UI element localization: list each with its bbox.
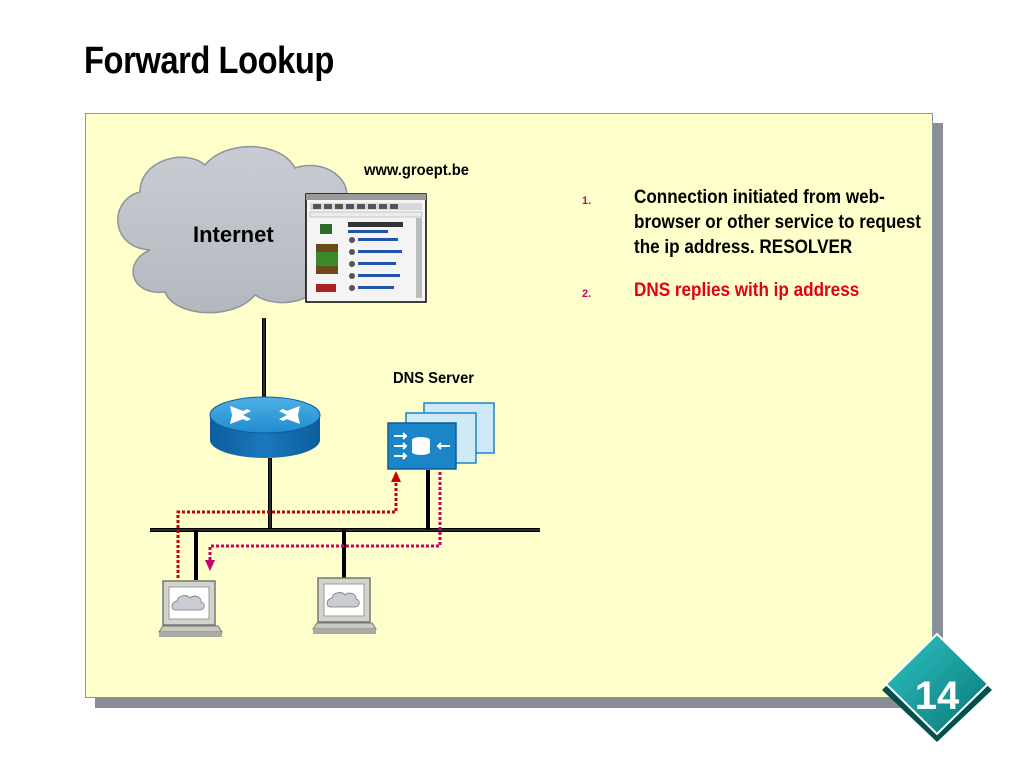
step-item: 1. Connection initiated from web-browser… (582, 185, 921, 260)
internet-label: Internet (193, 222, 274, 247)
slide-title: Forward Lookup (84, 40, 334, 82)
web-browser-icon (305, 193, 427, 303)
client-pc-icon (158, 530, 223, 637)
page-number-badge (882, 632, 992, 742)
step-number: 2. (582, 288, 592, 300)
step-item: 2. DNS replies with ip address (582, 278, 882, 303)
router-icon (209, 396, 321, 458)
dns-reply-arrow (205, 472, 442, 571)
step-text: DNS replies with ip address (634, 280, 860, 301)
dns-server-icon (387, 402, 495, 470)
steps-list: 1. Connection initiated from web-browser… (582, 185, 921, 321)
step-text: Connection initiated from web-browser or… (634, 187, 922, 258)
website-label: www.groept.be (364, 162, 469, 179)
dns-server-label: DNS Server (393, 370, 475, 387)
pc-icon (312, 530, 377, 634)
page-number: 14 (914, 674, 960, 718)
step-number: 1. (582, 195, 592, 207)
dns-request-arrow (176, 471, 401, 578)
